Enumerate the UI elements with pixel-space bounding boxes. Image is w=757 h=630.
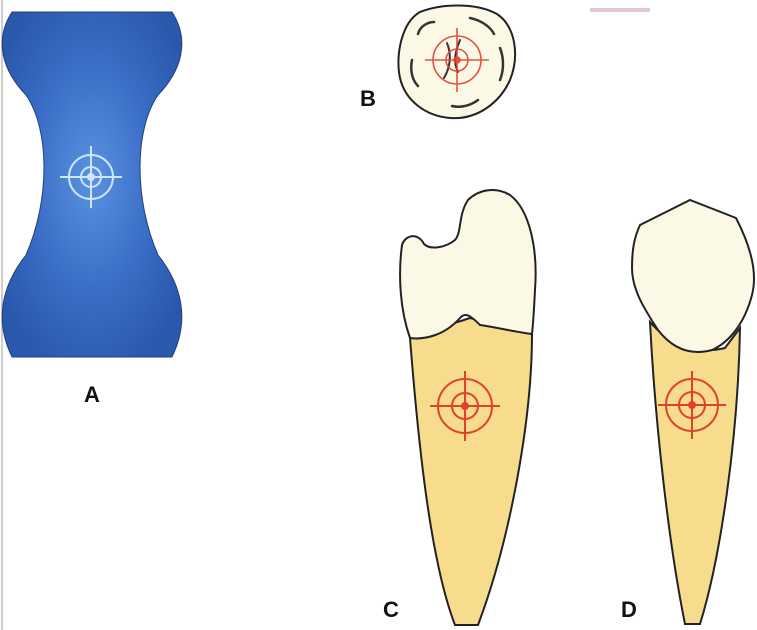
panel-label-b: B bbox=[360, 86, 376, 111]
panel-a: A bbox=[2, 12, 182, 407]
panel-label-c: C bbox=[383, 597, 399, 622]
film-shape bbox=[2, 12, 182, 357]
panel-c: C bbox=[383, 190, 536, 625]
panel-label-d: D bbox=[621, 597, 637, 622]
panel-d: D bbox=[621, 200, 754, 624]
panel-label-a: A bbox=[84, 382, 100, 407]
panel-b: B bbox=[360, 6, 515, 119]
cropped-fragment bbox=[590, 8, 650, 12]
tooth-root bbox=[650, 322, 740, 624]
tooth-root bbox=[410, 318, 532, 625]
tooth-crown bbox=[400, 190, 536, 338]
